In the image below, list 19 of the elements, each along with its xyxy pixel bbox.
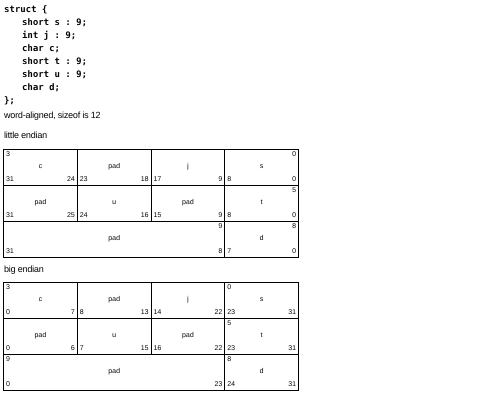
code-line: struct { xyxy=(4,5,48,16)
bit-field-cell xyxy=(3,221,226,258)
bit-field-cell xyxy=(224,149,299,186)
code-line: int j : 9; xyxy=(22,31,76,42)
code-line: short t : 9; xyxy=(22,57,88,68)
code-line: char d; xyxy=(22,83,60,94)
bit-field-cell xyxy=(224,354,299,391)
bit-field-cell xyxy=(3,354,226,391)
code-line: }; xyxy=(4,96,15,107)
code-line: short s : 9; xyxy=(22,18,88,29)
code-line: char c; xyxy=(22,44,60,55)
bit-field-cell xyxy=(3,282,78,319)
code-line: short u : 9; xyxy=(22,70,88,81)
section-heading: big endian xyxy=(4,264,44,275)
section-heading: little endian xyxy=(4,130,47,141)
bit-field-cell xyxy=(3,149,78,186)
bit-field-cell xyxy=(224,221,299,258)
note-text: word-aligned, sizeof is 12 xyxy=(4,110,100,121)
bit-field-cell xyxy=(224,282,299,319)
